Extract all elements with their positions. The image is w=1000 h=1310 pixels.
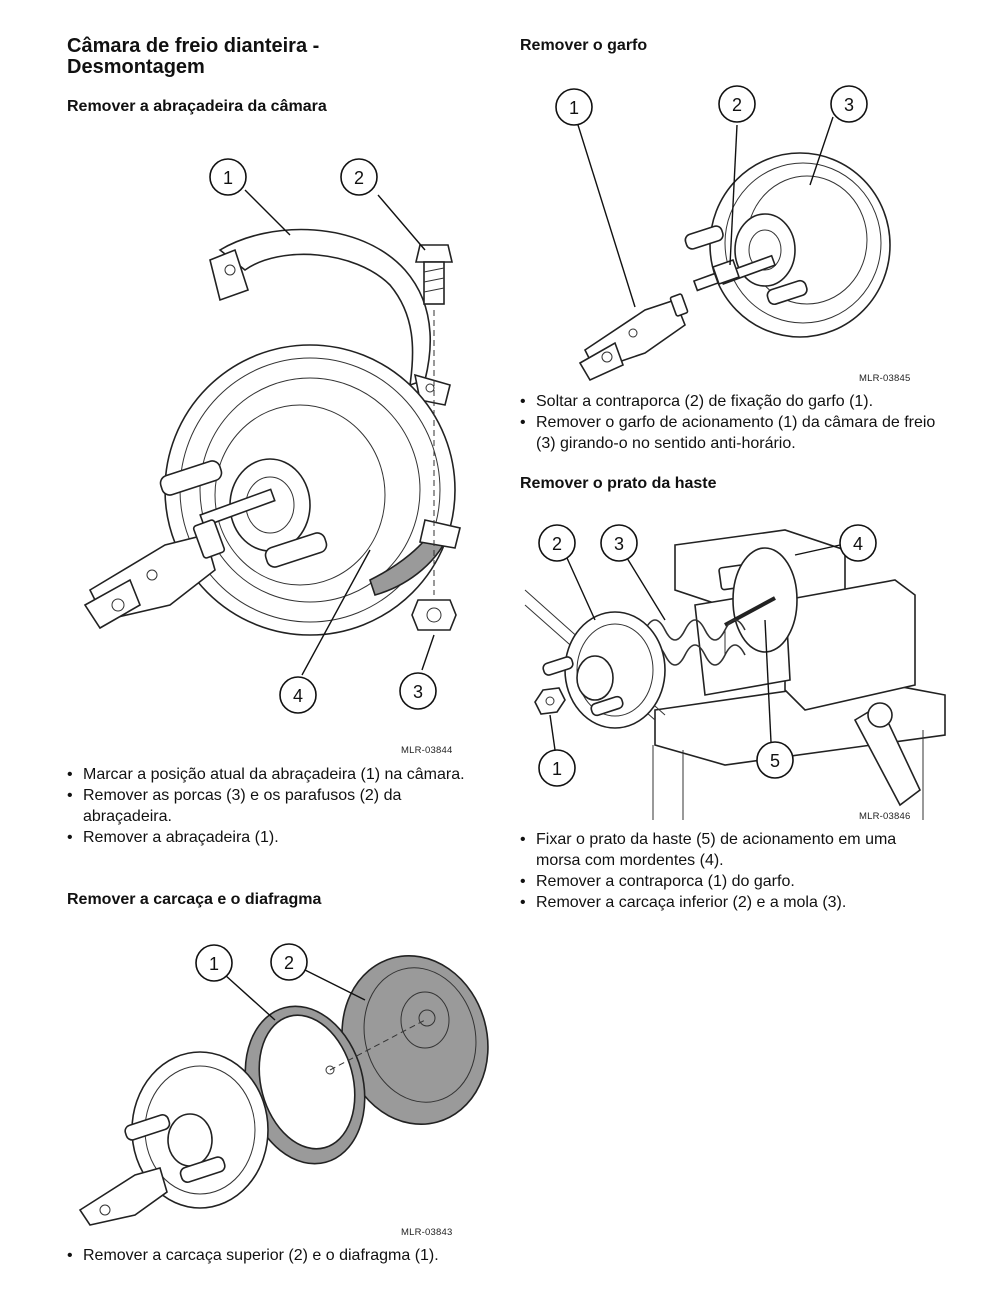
steps-yoke: Soltar a contraporca (2) de fixação do g…: [520, 391, 940, 454]
step-item: Remover a contraporca (1) do garfo.: [520, 871, 940, 892]
svg-text:4: 4: [293, 686, 303, 706]
svg-text:3: 3: [844, 95, 854, 115]
steps-clamp: Marcar a posição atual da abraçadeira (1…: [67, 764, 467, 848]
step-item: Remover a carcaça superior (2) e o diafr…: [67, 1245, 497, 1266]
figure-clamp-callout-2: 2: [340, 158, 378, 196]
svg-text:1: 1: [209, 954, 219, 974]
svg-text:3: 3: [413, 682, 423, 702]
svg-text:2: 2: [284, 953, 294, 973]
svg-text:1: 1: [569, 98, 579, 118]
figure-yoke-callout-2: 2: [718, 85, 756, 123]
figure-housing-callout-2: 2: [270, 943, 308, 981]
step-item: Remover o garfo de acionamento (1) da câ…: [520, 412, 940, 454]
figure-rod-plate-callout-3: 3: [600, 524, 638, 562]
svg-text:1: 1: [223, 168, 233, 188]
section-heading-clamp: Remover a abraçadeira da câmara: [67, 98, 327, 115]
figure-clamp-callout-3: 3: [399, 672, 437, 710]
figure-yoke-removal: 1 2 3: [555, 85, 891, 382]
figure-housing-callout-1: 1: [195, 944, 233, 982]
figure-yoke-callout-1: 1: [555, 88, 593, 126]
figure-clamp-callout-1: 1: [209, 158, 247, 196]
figure-rod-plate-removal: 2 3 4 1 5: [524, 524, 946, 820]
page-title: Câmara de freio dianteira - Desmontagem: [67, 35, 320, 78]
svg-text:1: 1: [552, 759, 562, 779]
figure-clamp-callout-4: 4: [279, 676, 317, 714]
step-item: Soltar a contraporca (2) de fixação do g…: [520, 391, 940, 412]
step-item: Remover a carcaça inferior (2) e a mola …: [520, 892, 940, 913]
step-item: Remover a abraçadeira (1).: [67, 827, 467, 848]
section-heading-housing: Remover a carcaça e o diafragma: [67, 891, 322, 908]
section-heading-rod-plate: Remover o prato da haste: [520, 475, 717, 492]
svg-text:2: 2: [732, 95, 742, 115]
figure-clamp-code: MLR-03844: [401, 745, 453, 756]
figure-yoke-code: MLR-03845: [859, 373, 911, 384]
svg-text:2: 2: [552, 534, 562, 554]
figure-rod-plate-callout-4: 4: [839, 524, 877, 562]
figure-rod-plate-callout-1: 1: [538, 749, 576, 787]
figure-housing-code: MLR-03843: [401, 1227, 453, 1238]
step-item: Marcar a posição atual da abraçadeira (1…: [67, 764, 467, 785]
figure-rod-plate-code: MLR-03846: [859, 811, 911, 822]
steps-rod-plate: Fixar o prato da haste (5) de acionament…: [520, 829, 940, 913]
svg-text:2: 2: [354, 168, 364, 188]
step-item: Fixar o prato da haste (5) de acionament…: [520, 829, 940, 871]
section-heading-yoke: Remover o garfo: [520, 37, 648, 54]
figure-clamp-removal: 1 2 3 4: [83, 158, 461, 714]
step-item: Remover as porcas (3) e os parafusos (2)…: [67, 785, 467, 827]
svg-text:5: 5: [770, 751, 780, 771]
svg-text:4: 4: [853, 534, 863, 554]
svg-text:3: 3: [614, 534, 624, 554]
figure-yoke-callout-3: 3: [830, 85, 868, 123]
figure-rod-plate-callout-2: 2: [538, 524, 576, 562]
figure-rod-plate-callout-5: 5: [756, 741, 794, 779]
figure-housing-removal: 1 2: [78, 943, 489, 1226]
steps-housing: Remover a carcaça superior (2) e o diafr…: [67, 1245, 497, 1266]
